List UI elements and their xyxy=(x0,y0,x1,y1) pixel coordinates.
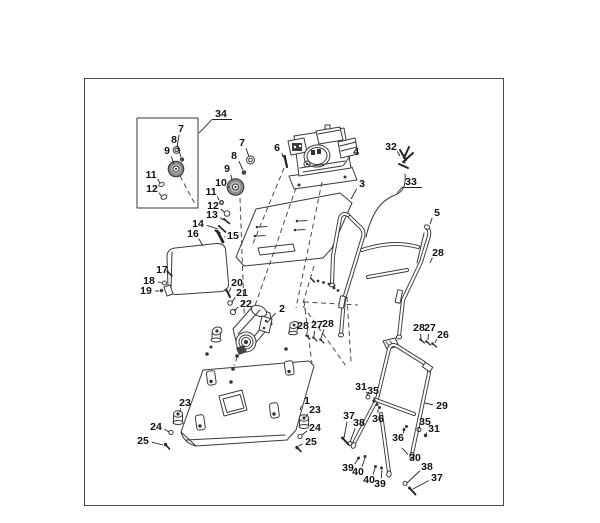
pulley-stack-drawing xyxy=(214,155,255,244)
guard-frame-drawing xyxy=(329,212,432,350)
cable-drawing xyxy=(365,173,406,238)
handle-drawing xyxy=(341,343,434,496)
deck-plate-drawing xyxy=(235,192,353,267)
leader-lines xyxy=(151,119,438,490)
inset-detail-box xyxy=(136,117,199,209)
base-plate-drawing xyxy=(180,360,315,447)
throttle-lever-drawing xyxy=(398,146,414,169)
shock-mounts-drawing xyxy=(163,410,310,453)
belt-cover-drawing xyxy=(159,242,230,297)
eccentric-drawing xyxy=(205,288,299,384)
engine-drawing xyxy=(282,124,359,190)
hardware-cluster-mid xyxy=(305,334,325,344)
hardware-cluster-top xyxy=(419,338,438,348)
